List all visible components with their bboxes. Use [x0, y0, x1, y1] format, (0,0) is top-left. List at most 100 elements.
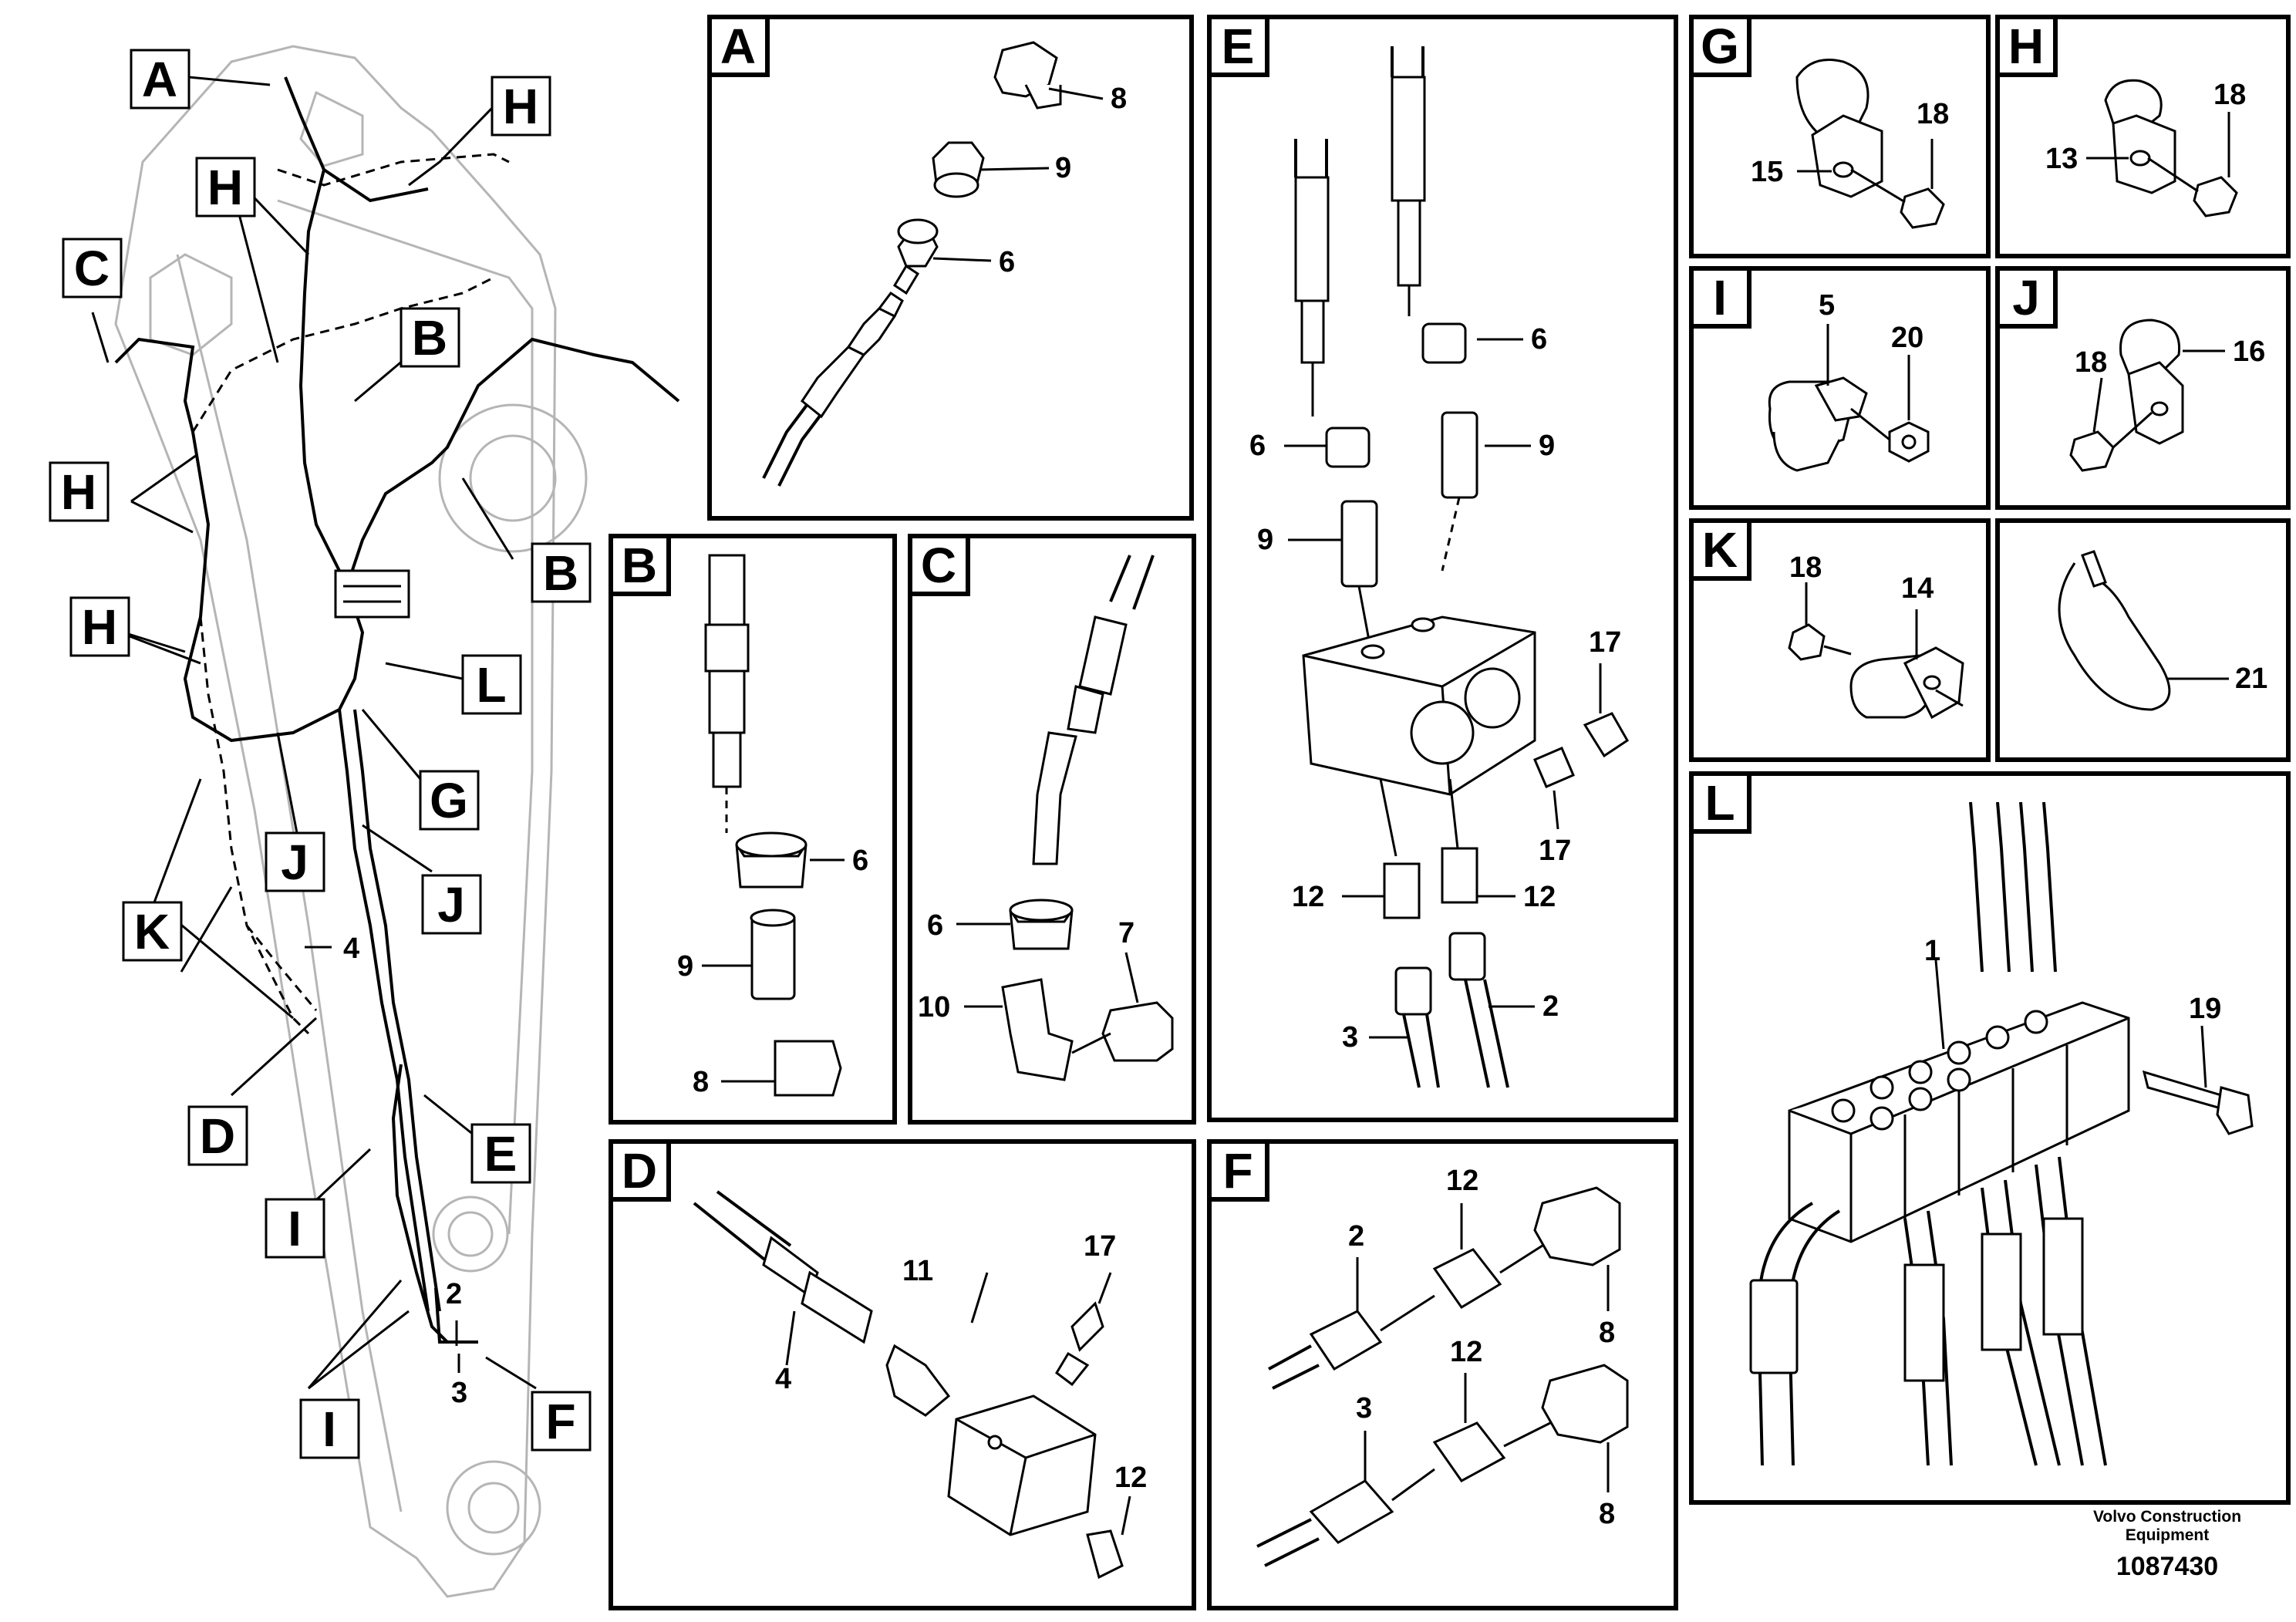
boom-callouts: A H H C B H B H L G J J K D E I I F 4 2 … — [49, 49, 592, 1459]
callout-box: H — [195, 157, 256, 218]
callout-box: B — [400, 307, 460, 368]
panel-letter: F — [1222, 1143, 1253, 1199]
part-number: 8 — [693, 1066, 709, 1098]
panel-frame — [1689, 518, 1991, 762]
panel-letter: I — [1713, 270, 1727, 325]
part-number: 6 — [1531, 323, 1547, 356]
panel-letter-box — [1689, 518, 1752, 581]
part-number: 13 — [2045, 143, 2078, 175]
part-number: 18 — [1789, 551, 1822, 584]
panel-letter-box — [609, 534, 671, 596]
callout-box: I — [265, 1198, 325, 1259]
panel-letter: H — [2008, 19, 2044, 74]
panel-l: L 1 19 — [1689, 771, 2291, 1505]
panel-letter: G — [1701, 19, 1739, 74]
credit-line-2: Equipment — [2125, 1526, 2210, 1544]
panel-letter: E — [1222, 19, 1255, 74]
panel-letter-box — [908, 534, 970, 596]
panel-letter: B — [622, 538, 657, 593]
panel-frame — [1995, 518, 2291, 762]
callout-box: H — [49, 461, 110, 522]
part-number: 7 — [1118, 917, 1135, 949]
callout-box: G — [419, 770, 480, 831]
svg-text:B: B — [412, 310, 447, 366]
part-number: 3 — [1356, 1392, 1372, 1425]
panel-frame — [1207, 1139, 1678, 1610]
part-number: 18 — [1917, 98, 1949, 130]
panel-h: H 18 13 — [1995, 15, 2291, 258]
panel-b: B 6 9 8 — [609, 534, 897, 1125]
boom-overview: A H H C B H B H L G J J K D E I I F 4 2 … — [49, 45, 680, 1598]
panel-frame — [609, 1139, 1196, 1610]
panel-frame — [609, 534, 897, 1125]
callout-box: F — [531, 1391, 592, 1452]
panel-frame — [1689, 15, 1991, 258]
callout-box: D — [187, 1105, 248, 1166]
panel-frame — [1995, 266, 2291, 510]
part-number: 8 — [1111, 83, 1127, 115]
panel-letter: C — [921, 538, 956, 593]
svg-text:J: J — [437, 877, 465, 932]
panel-g: G 18 15 — [1689, 15, 1991, 258]
panel-f: F 2 12 8 3 12 8 — [1207, 1139, 1678, 1610]
panel-letter-box — [609, 1139, 671, 1202]
svg-text:H: H — [207, 160, 243, 215]
callout-box: H — [69, 596, 130, 657]
panel-frame — [1207, 15, 1678, 1122]
panel-frame — [908, 534, 1196, 1125]
panel-frame — [1689, 266, 1991, 510]
part-number: 20 — [1891, 322, 1923, 354]
part-number: 9 — [1257, 524, 1273, 556]
panel-tie-strap: 21 — [1995, 518, 2291, 762]
callout-box: J — [421, 874, 482, 935]
panel-letter: D — [622, 1143, 657, 1199]
part-number: 9 — [1055, 152, 1071, 184]
callout-box: K — [122, 901, 183, 962]
part-number: 2 — [1348, 1220, 1364, 1253]
part-number: 6 — [999, 246, 1015, 278]
svg-text:J: J — [281, 835, 308, 890]
svg-text:L: L — [476, 657, 506, 713]
panel-letter: K — [1702, 522, 1738, 578]
panel-letter-box — [1995, 266, 2058, 329]
publisher-credit: Volvo Construction Equipment 1087430 — [2067, 1508, 2267, 1583]
part-number: 3 — [1342, 1021, 1358, 1054]
part-number: 2 — [446, 1278, 462, 1310]
part-number: 6 — [927, 909, 943, 942]
part-number: 12 — [1292, 881, 1324, 913]
part-number: 15 — [1751, 156, 1783, 188]
callout-box: L — [461, 654, 522, 715]
svg-text:F: F — [545, 1394, 575, 1449]
boom-hoses — [114, 76, 680, 1344]
part-number: 17 — [1539, 835, 1571, 867]
panel-letter-box — [1689, 771, 1752, 834]
panel-d: D 4 11 17 12 — [609, 1139, 1196, 1610]
panel-letter-box — [1207, 15, 1269, 77]
panel-letter-box — [707, 15, 770, 77]
panel-letter: L — [1704, 775, 1735, 831]
part-number: 19 — [2189, 993, 2221, 1025]
part-number: 10 — [918, 991, 950, 1023]
svg-text:C: C — [74, 241, 110, 296]
panel-frame — [1689, 771, 2291, 1505]
boom-outline — [114, 45, 588, 1598]
panel-frame — [707, 15, 1194, 521]
part-number: 6 — [852, 845, 868, 877]
part-number: 9 — [1539, 430, 1555, 462]
part-number: 16 — [2233, 336, 2265, 368]
svg-text:E: E — [484, 1126, 518, 1182]
callout-box: B — [531, 542, 592, 603]
callout-box: C — [62, 238, 123, 298]
part-number: 14 — [1901, 572, 1934, 605]
svg-text:B: B — [543, 545, 578, 601]
panel-letter-box — [1995, 15, 2058, 77]
part-number: 2 — [1542, 990, 1559, 1023]
part-number: 4 — [343, 932, 359, 965]
part-number: 12 — [1114, 1462, 1147, 1494]
svg-text:I: I — [322, 1401, 336, 1457]
panel-frame — [1995, 15, 2291, 258]
svg-text:G: G — [430, 773, 468, 828]
part-number: 3 — [451, 1377, 467, 1409]
svg-text:K: K — [134, 904, 170, 959]
